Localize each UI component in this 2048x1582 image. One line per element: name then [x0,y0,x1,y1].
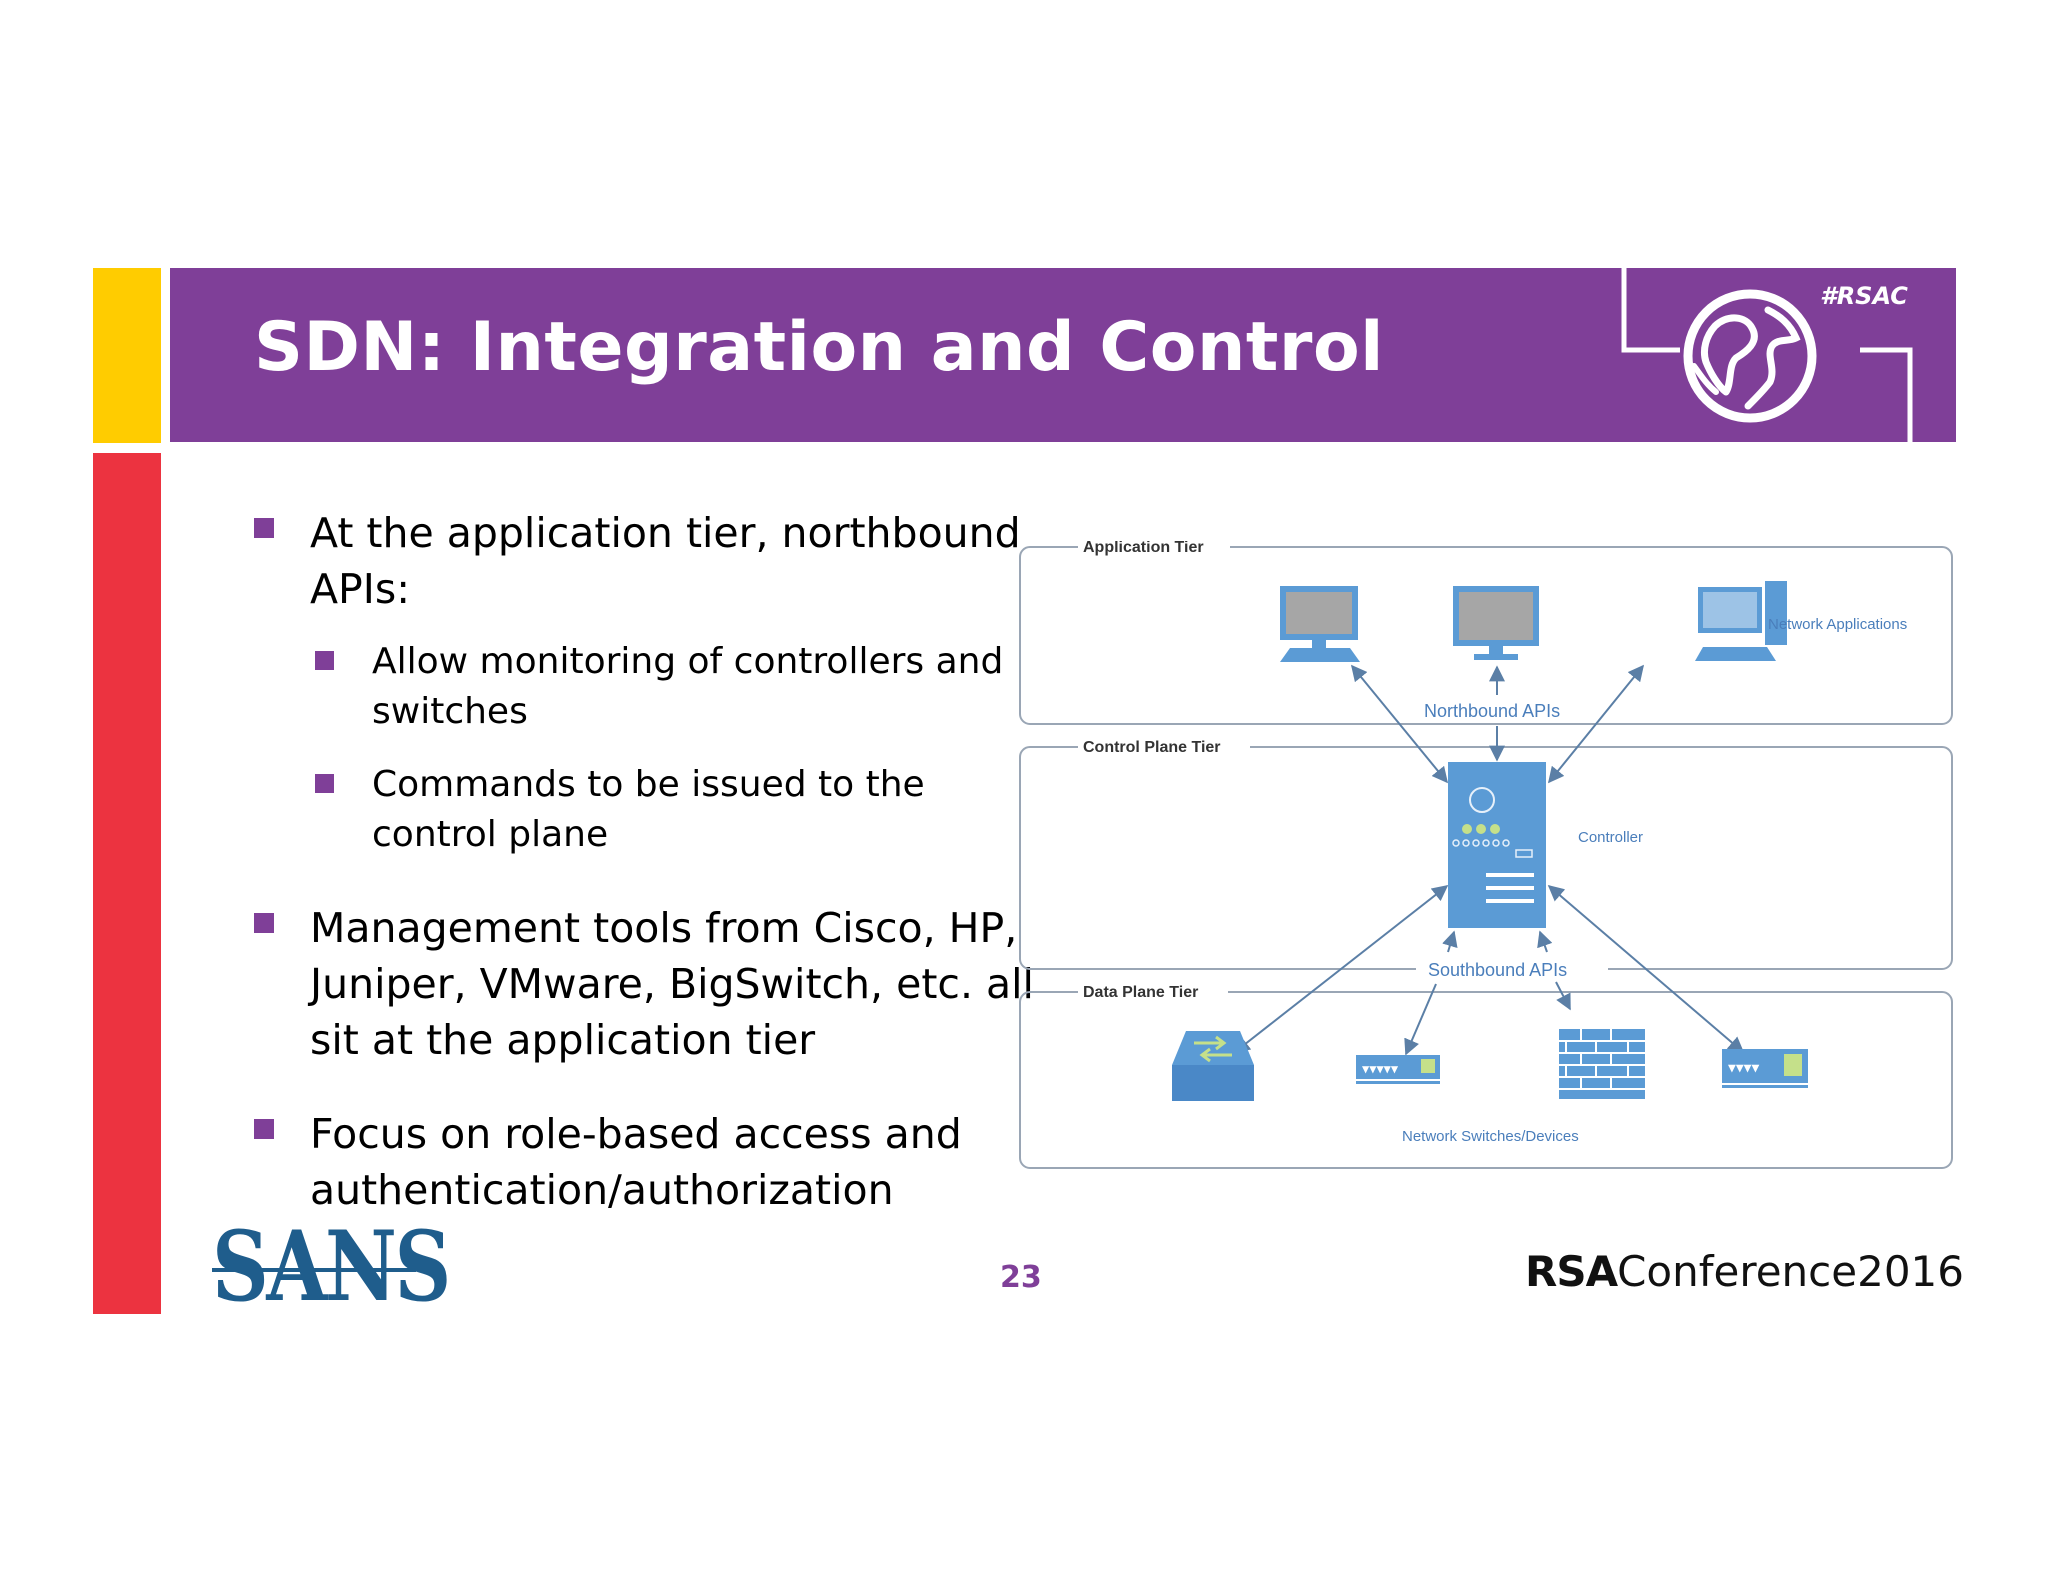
sdn-architecture-diagram: Application Tier Control Plane Tier Data… [1019,541,1953,1169]
switch-icon: ▼▼▼▼ [1722,1049,1808,1088]
application-tier-box [1019,546,1953,725]
rsa-logo-text: Conference2016 [1617,1247,1964,1296]
data-plane-tier-label: Data Plane Tier [1083,984,1198,1001]
globe-icon [1621,268,1913,446]
northbound-arrow [1547,664,1645,784]
bullet-line: Commands to be issued to the [372,764,925,805]
bullet-line: switches [372,691,528,732]
network-applications-label: Network Applications [1768,616,1907,633]
switch-icon: ▼▼▼▼▼ [1356,1055,1440,1084]
bullet-line: Juniper, VMware, BigSwitch, etc. all [310,960,1034,1008]
bullet-line: authentication/authorization [310,1166,894,1214]
northbound-apis-label: Northbound APIs [1424,701,1560,721]
bullet-line: sit at the application tier [310,1016,816,1064]
sans-logo-strike [212,1268,416,1272]
controller-server-icon [1448,762,1546,928]
svg-text:▼▼▼▼▼: ▼▼▼▼▼ [1362,1062,1399,1076]
router-icon [1172,1031,1254,1101]
bullet-line: Management tools from Cisco, HP, [310,904,1018,952]
bullet-line: control plane [372,814,609,855]
accent-bar-red [93,453,161,1314]
rsac-hashtag: #RSAC [1820,282,1908,310]
southbound-arrow [1537,930,1553,953]
bullet-square-icon [254,518,274,538]
southbound-arrow [1442,930,1458,953]
southbound-apis-label: Southbound APIs [1428,960,1567,980]
slide-title: SDN: Integration and Control [254,308,1384,387]
southbound-arrow [1404,983,1437,1056]
title-band [170,268,1956,442]
bullet-line: Focus on role-based access and [310,1110,962,1158]
svg-text:▼▼▼▼: ▼▼▼▼ [1728,1061,1759,1076]
southbound-arrow [1555,981,1571,1011]
application-tier-label: Application Tier [1083,541,1204,556]
computer-icon [1280,586,1360,662]
bullet-square-icon [254,913,274,933]
page-number: 23 [1000,1260,1042,1295]
control-plane-tier-label: Control Plane Tier [1083,739,1221,756]
data-plane-tier-box [1019,991,1953,1169]
northbound-arrow [1350,664,1449,784]
computer-icon [1695,581,1787,661]
firewall-icon [1559,1029,1645,1099]
bullet-line: APIs: [310,565,411,613]
computer-icon [1453,586,1539,660]
controller-label: Controller [1578,829,1643,846]
southbound-arrow [1233,885,1449,1053]
rsa-logo-bold: RSA [1525,1247,1618,1296]
bullet-line: At the application tier, northbound [310,509,1021,557]
sans-logo: SANS [212,1210,451,1323]
southbound-arrow [1547,884,1745,1054]
bullet-line: Allow monitoring of controllers and [372,641,1004,682]
bullet-square-icon [315,651,334,670]
bullet-square-icon [254,1119,274,1139]
bullet-square-icon [315,774,334,793]
rsa-conference-logo: RSAConference2016 [1525,1247,1964,1296]
network-switches-label: Network Switches/Devices [1402,1128,1579,1145]
accent-bar-yellow [93,268,161,443]
